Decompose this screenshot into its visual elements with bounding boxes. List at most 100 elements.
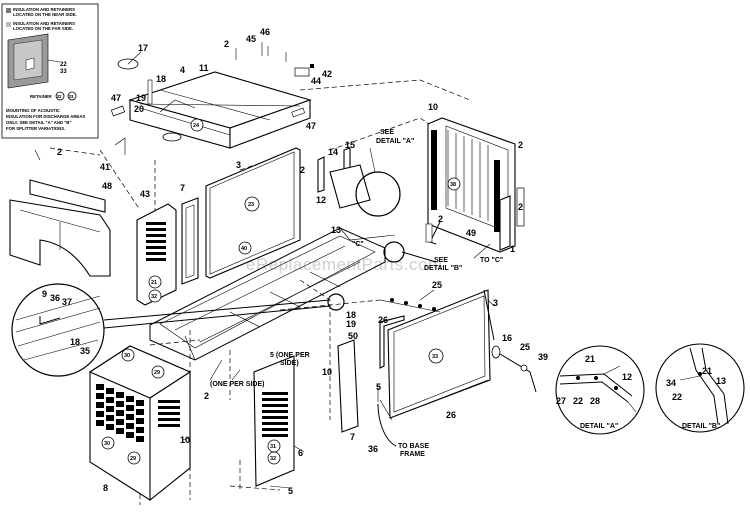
legend-line-1: INSULATION AND RETAINERS <box>13 7 75 12</box>
part-36-lower: 36 <box>368 444 378 454</box>
callout-40: 40 <box>241 246 247 252</box>
part-5-mid: 5 <box>376 382 381 392</box>
right-hardware <box>483 289 537 393</box>
part-26-lower: 26 <box>446 410 456 420</box>
detail-a-caption: DETAIL "A" <box>580 423 618 430</box>
legend-line-8: FOR SPLITTER VARIATIONS. <box>6 126 65 131</box>
left-side-door <box>136 203 177 306</box>
callout-23: 23 <box>248 202 254 208</box>
part-number-labels: 17 18 19 20 47 4 11 2 45 46 42 44 47 2 4… <box>42 27 726 496</box>
callout-31: 31 <box>270 444 276 450</box>
detail-b-view <box>655 343 745 433</box>
part-12-detail-a: 12 <box>622 372 632 382</box>
front-enclosure <box>88 345 192 502</box>
detail-c-inset <box>11 283 331 377</box>
callout-21: 21 <box>151 280 157 286</box>
filler-strip-upper <box>181 197 199 285</box>
part-25-right: 25 <box>520 342 530 352</box>
part-21-detail-a: 21 <box>585 354 595 364</box>
part-7-lower: 7 <box>350 432 355 442</box>
part-2-right-c: 2 <box>518 202 523 212</box>
see-detail-b-line2: DETAIL "B" <box>424 265 462 272</box>
legend-line-7: ONLY. SEE DETAIL "A" AND "B" <box>6 120 71 125</box>
part-2-right: 2 <box>518 140 523 150</box>
callout-24: 24 <box>193 123 200 129</box>
front-louver-grid <box>96 384 180 442</box>
filler-strip-lower <box>337 339 359 433</box>
legend-callout-33: 33 <box>60 69 67 75</box>
legend-box: INSULATION AND RETAINERS LOCATED ON THE … <box>1 3 99 139</box>
part-8: 8 <box>103 483 108 493</box>
one-per-side-a-line2: SIDE) <box>280 360 299 367</box>
c-mark: "C" <box>352 241 364 248</box>
part-22-detail-b: 22 <box>672 392 682 402</box>
part-1: 1 <box>510 244 515 254</box>
left-rear-panel <box>9 149 111 277</box>
leader-lines <box>181 243 495 489</box>
part-6: 6 <box>298 448 303 458</box>
roof-panel <box>128 71 312 149</box>
part-35: 35 <box>80 346 90 356</box>
to-base-frame-line2: FRAME <box>400 451 425 458</box>
part-3-top: 3 <box>236 160 241 170</box>
legend-line-3: INSULATION AND RETAINERS <box>13 21 75 26</box>
legend-line-5: MOUNTING OF ACOUSTIC <box>6 108 60 113</box>
legend-swatch-far <box>6 22 11 27</box>
callout-29-bottom: 29 <box>130 456 136 462</box>
part-18-top: 18 <box>156 74 166 84</box>
watermark: eReplacementParts.com <box>246 255 443 274</box>
callout-30-bottom: 30 <box>104 441 110 447</box>
legend-retainer-label: RETAINER <box>30 94 53 99</box>
part-27: 27 <box>556 396 566 406</box>
see-detail-a-line2: DETAIL "A" <box>376 138 414 145</box>
part-41: 41 <box>100 162 110 172</box>
rails <box>379 298 489 421</box>
see-detail-b-line1: SEE <box>434 257 448 264</box>
part-34: 34 <box>666 378 676 388</box>
part-12: 12 <box>316 195 326 205</box>
part-28: 28 <box>590 396 600 406</box>
to-base-frame-line1: TO BASE <box>398 443 429 450</box>
part-2-mid: 2 <box>300 165 305 175</box>
detail-b-marker <box>383 241 405 263</box>
part-13-detail-b: 13 <box>716 376 726 386</box>
part-2-top: 2 <box>224 39 229 49</box>
part-2-right-b: 2 <box>438 214 443 224</box>
part-50: 50 <box>348 331 358 341</box>
legend-line-6: INSULATION FOR DISCHARGE AREAS <box>6 114 85 119</box>
part-10-top: 10 <box>428 102 438 112</box>
legend-line-4: LOCATED ON THE FAR SIDE. <box>13 26 73 31</box>
legend-callout-22: 22 <box>60 62 67 68</box>
part-7-top: 7 <box>180 183 185 193</box>
part-22-detail-a: 22 <box>573 396 583 406</box>
part-19-mid: 19 <box>346 319 356 329</box>
part-18-detail: 18 <box>70 337 80 347</box>
part-46: 46 <box>260 27 270 37</box>
part-25-top: 25 <box>432 280 442 290</box>
legend-retainer-32: 32 <box>57 94 63 99</box>
see-detail-a-line1: SEE <box>380 129 394 136</box>
part-26-upper: 26 <box>378 315 388 325</box>
part-20: 20 <box>134 104 144 114</box>
annotation-labels: SEE DETAIL "A" SEE DETAIL "B" "C" TO "C"… <box>210 129 720 458</box>
part-9: 9 <box>42 289 47 299</box>
part-43: 43 <box>140 189 150 199</box>
callout-32-bottom: 32 <box>270 456 276 462</box>
center-upper-panel <box>205 147 301 279</box>
callout-32: 32 <box>151 294 157 300</box>
to-c-label: TO "C" <box>480 257 503 264</box>
part-10-lower: 10 <box>180 435 190 445</box>
part-2-lower: 2 <box>204 391 209 401</box>
callout-38: 38 <box>450 182 456 188</box>
callout-33: 33 <box>432 354 438 360</box>
detail-a-marker <box>355 171 401 217</box>
callout-29-top: 29 <box>154 370 160 376</box>
part-21-detail-b: 21 <box>702 366 712 376</box>
part-16: 16 <box>502 333 512 343</box>
center-side-door <box>253 355 295 487</box>
part-47-left: 47 <box>111 93 121 103</box>
legend-swatch-near <box>6 8 11 13</box>
part-37: 37 <box>62 297 72 307</box>
